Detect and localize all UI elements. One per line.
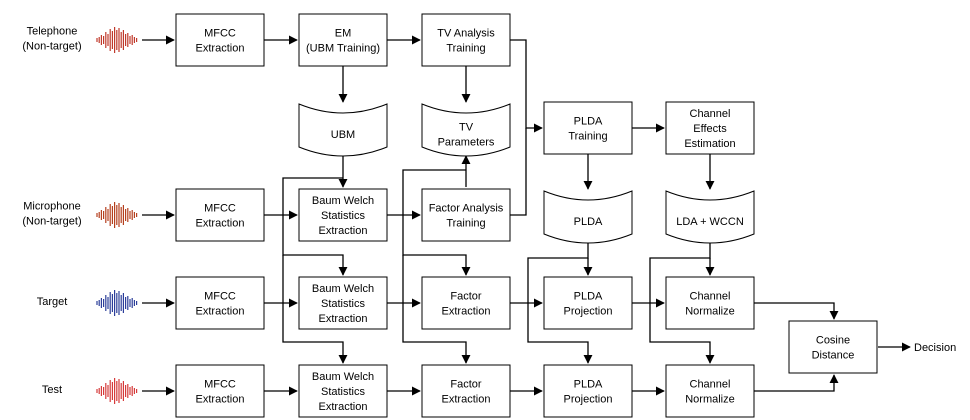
mfcc-tel-line-1: MFCC (204, 28, 236, 40)
source-target-line-1: Target (37, 296, 68, 308)
decision-label: Decision (914, 342, 956, 354)
telephone-waveform-icon (96, 27, 138, 53)
channel-norm-test-to-cosine-arrow (754, 374, 839, 392)
params-to-factor-test-arrow (402, 255, 471, 364)
cosine-line-1: Cosine (816, 335, 850, 347)
source-microphone-line-2: (Non-target) (22, 216, 81, 228)
plda-proj-test-box: PLDA Projection (543, 364, 633, 418)
mfcc-test-box: MFCC Extraction (175, 364, 265, 418)
em-line-1: EM (335, 28, 352, 40)
em-box: EM (UBM Training) (298, 13, 388, 67)
bw-target-line-3: Extraction (319, 313, 368, 325)
tv-analysis-line-1: TV Analysis (437, 28, 495, 40)
mfcc-target-line-1: MFCC (204, 291, 236, 303)
bw-test-line-3: Extraction (319, 401, 368, 413)
lda-wccn-line-1: LDA + WCCN (676, 216, 744, 228)
tv-analysis-line-2: Training (446, 43, 485, 55)
microphone-waveform-icon (96, 202, 138, 228)
bw-mic-line-1: Baum Welch (312, 195, 374, 207)
plda-store: PLDA (543, 190, 633, 244)
factor-test-line-2: Extraction (442, 394, 491, 406)
tv-params-store: TV Parameters (421, 103, 511, 157)
tv-params-line-1: TV (459, 122, 474, 134)
diagram-nodes: MFCC Extraction EM (UBM Training) TV Analysi… (175, 13, 878, 418)
mfcc-target-box: MFCC Extraction (175, 276, 265, 330)
mfcc-mic-line-1: MFCC (204, 203, 236, 215)
bw-target-line-1: Baum Welch (312, 283, 374, 295)
factor-target-line-2: Extraction (442, 306, 491, 318)
mfcc-mic-line-2: Extraction (196, 218, 245, 230)
bw-mic-line-3: Extraction (319, 225, 368, 237)
plda-proj-test-line-2: Projection (564, 394, 613, 406)
ubm-line-1: UBM (331, 129, 355, 141)
mfcc-mic-box: MFCC Extraction (175, 188, 265, 242)
mfcc-tel-box: MFCC Extraction (175, 13, 265, 67)
bw-test-line-1: Baum Welch (312, 371, 374, 383)
plda-training-line-1: PLDA (574, 116, 603, 128)
connector-lines (142, 35, 911, 396)
factor-training-line-2: Training (446, 218, 485, 230)
ubm-store: UBM (298, 103, 388, 157)
source-telephone-line-2: (Non-target) (22, 41, 81, 53)
plda-proj-target-box: PLDA Projection (543, 276, 633, 330)
factor-target-line-1: Factor (450, 291, 482, 303)
channel-norm-target-line-2: Normalize (685, 306, 735, 318)
source-test-line-1: Test (42, 384, 62, 396)
ubm-to-bw-test-arrow (282, 255, 348, 364)
plda-line-1: PLDA (574, 216, 603, 228)
plda-training-line-2: Training (568, 131, 607, 143)
plda-training-box: PLDA Training (543, 101, 633, 155)
channel-effects-line-2: Effects (693, 123, 727, 135)
bw-test-line-2: Statistics (321, 386, 366, 398)
mfcc-test-line-1: MFCC (204, 379, 236, 391)
bw-mic-line-2: Statistics (321, 210, 366, 222)
channel-effects-line-3: Estimation (684, 138, 735, 150)
mfcc-tel-line-2: Extraction (196, 43, 245, 55)
target-waveform-icon (96, 290, 138, 316)
channel-norm-test-line-1: Channel (690, 379, 731, 391)
em-line-2: (UBM Training) (306, 43, 380, 55)
channel-norm-target-line-1: Channel (690, 291, 731, 303)
cosine-line-2: Distance (812, 350, 855, 362)
channel-norm-target-to-cosine-arrow (754, 302, 839, 320)
channel-norm-test-line-2: Normalize (685, 394, 735, 406)
mfcc-test-line-2: Extraction (196, 394, 245, 406)
lda-wccn-store: LDA + WCCN (665, 190, 755, 244)
source-labels: Telephone (Non-target) Microphone (Non-targ… (22, 26, 956, 404)
tv-params-line-2: Parameters (438, 137, 495, 149)
factor-training-line-1: Factor Analysis (429, 203, 504, 215)
plda-proj-target-line-1: PLDA (574, 291, 603, 303)
plda-to-proj-test-arrow (527, 243, 593, 364)
mfcc-target-line-2: Extraction (196, 306, 245, 318)
channel-effects-line-1: Channel (690, 108, 731, 120)
tv-to-plda-training-arrow (510, 39, 543, 133)
lda-to-norm-test-arrow (649, 243, 715, 364)
plda-proj-test-line-1: PLDA (574, 379, 603, 391)
test-waveform-icon (96, 378, 138, 404)
source-telephone-line-1: Telephone (27, 26, 78, 38)
factor-training-to-plda-line (510, 128, 527, 216)
bw-target-line-2: Statistics (321, 298, 366, 310)
factor-test-line-1: Factor (450, 379, 482, 391)
source-microphone-line-1: Microphone (23, 201, 80, 213)
plda-proj-target-line-2: Projection (564, 306, 613, 318)
